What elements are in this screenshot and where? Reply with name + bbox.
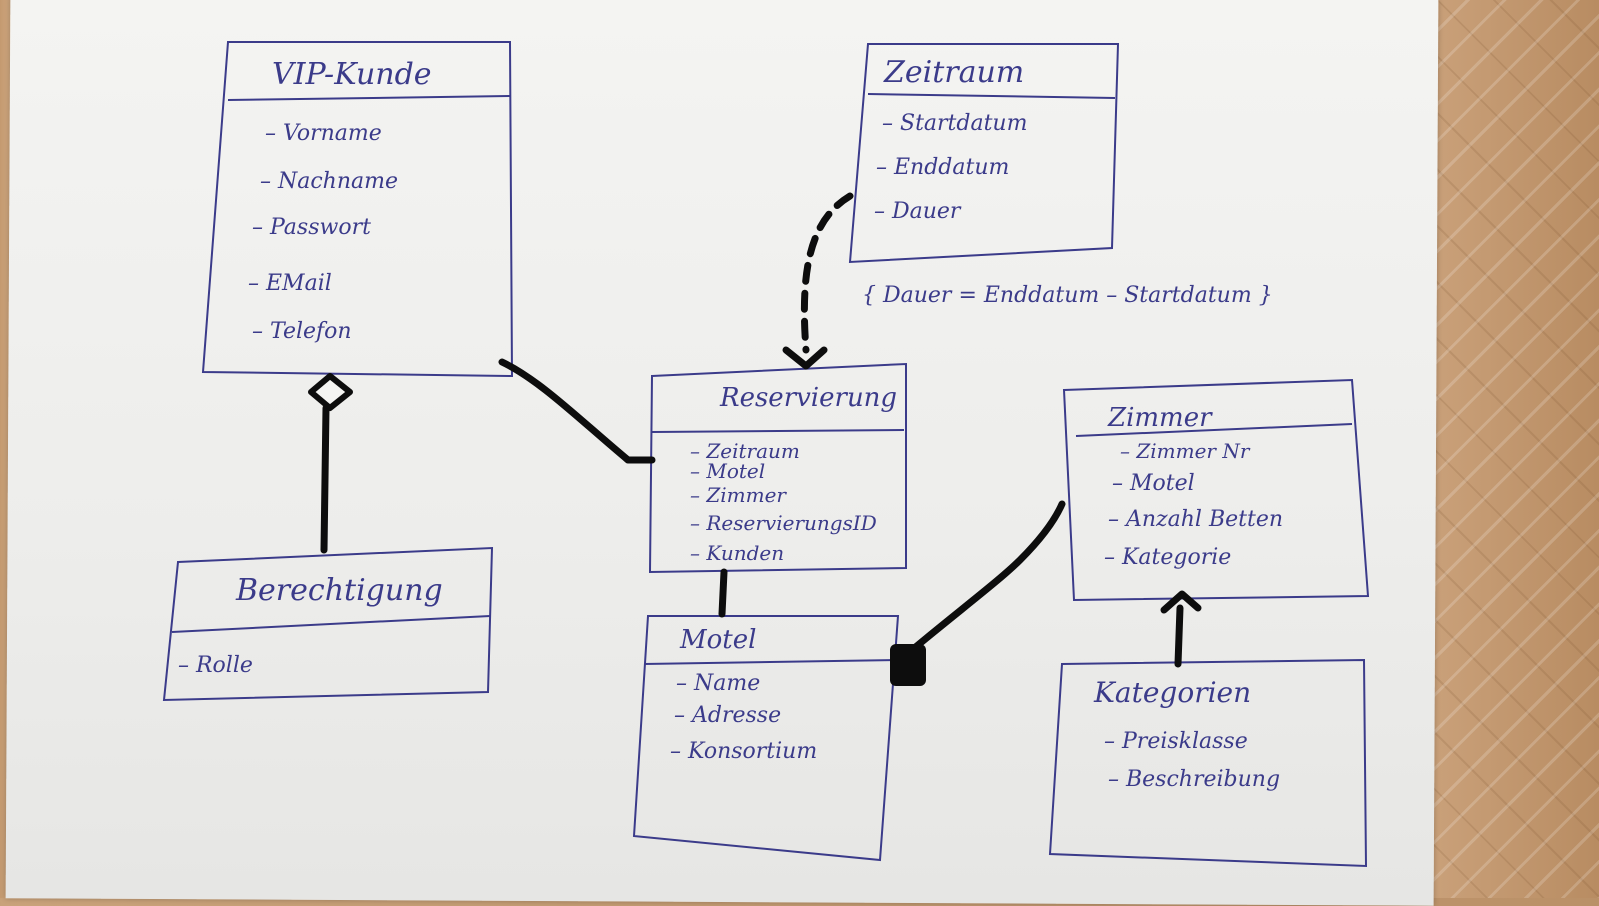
vip-kunde-attr: – Vorname [265,121,382,146]
class-vip-kunde: VIP-Kunde – Vorname – Nachname – Passwor… [201,41,514,378]
class-kategorien: Kategorien – Preisklasse – Beschreibung [1048,658,1368,868]
class-berechtigung-title: Berechtigung [235,573,443,608]
zimmer-attr: – Motel [1112,471,1195,496]
zeitraum-attr: – Dauer [874,199,962,224]
class-zimmer-divider [1075,423,1353,437]
class-vip-kunde-title: VIP-Kunde [272,57,432,92]
class-zimmer-title: Zimmer [1107,403,1213,433]
motel-attr: – Adresse [674,703,781,728]
composition-line-motel-zimmer [908,500,1066,654]
class-reservierung-frame [648,362,907,574]
class-berechtigung-divider [171,615,491,633]
vip-kunde-attr: – Passwort [252,215,371,240]
class-berechtigung-frame [162,546,494,702]
reservierung-attr: – Kunden [690,541,784,565]
dependency-arrowhead [782,346,828,370]
reservierung-attr: – Motel [690,459,765,483]
kategorien-attr: – Beschreibung [1108,767,1280,792]
vip-kunde-attr: – Nachname [260,169,398,194]
vip-kunde-attr: – EMail [248,271,332,296]
generalization-line [1174,604,1184,668]
class-zimmer-frame [1062,378,1370,602]
association-vipkunde-reservierung [498,358,656,464]
generalization-arrowhead [1160,590,1202,614]
class-zeitraum-frame [848,43,1120,264]
class-zeitraum-title: Zeitraum [883,55,1024,90]
reservierung-attr: – Zimmer [690,483,787,507]
zimmer-attr: – Kategorie [1104,545,1231,570]
class-kategorien-frame [1048,658,1368,868]
class-berechtigung: Berechtigung – Rolle [162,546,494,702]
motel-attr: – Konsortium [670,739,817,764]
aggregation-diamond [308,373,353,411]
zeitraum-attr: – Enddatum [876,155,1009,180]
class-motel-title: Motel [679,625,756,655]
vip-kunde-attr: – Telefon [252,319,352,344]
class-motel: Motel – Name – Adresse – Konsortium [632,615,900,862]
motel-attr: – Name [676,671,760,696]
class-kategorien-title: Kategorien [1093,676,1251,709]
zimmer-attr: – Anzahl Betten [1108,507,1283,532]
kategorien-attr: – Preisklasse [1104,729,1248,754]
class-vip-kunde-frame [201,41,514,378]
class-reservierung-divider [651,429,905,433]
class-zeitraum-divider [867,93,1116,99]
dependency-zeitraum-reservierung [800,192,854,354]
class-vip-kunde-divider [227,95,511,101]
berechtigung-attr: – Rolle [178,653,253,678]
composition-filled-square [890,644,926,686]
aggregation-line-berechtigung [320,404,330,554]
zeitraum-attr: – Startdatum [882,111,1027,136]
class-reservierung-title: Reservierung [719,383,897,413]
zimmer-attr: – Zimmer Nr [1120,439,1251,463]
reservierung-attr: – Zeitraum [690,439,800,463]
class-zeitraum: Zeitraum – Startdatum – Enddatum – Dauer [848,43,1120,264]
table-surface-right [1429,0,1599,898]
class-motel-frame [632,615,900,862]
constraint-note: { Dauer = Enddatum – Startdatum } [862,283,1273,308]
class-reservierung: Reservierung – Zeitraum – Motel – Zimmer… [648,362,907,574]
reservierung-attr: – ReservierungsID [690,511,877,535]
association-reservierung-motel [718,568,728,618]
class-zimmer: Zimmer – Zimmer Nr – Motel – Anzahl Bett… [1062,378,1370,602]
class-motel-divider [643,659,897,665]
